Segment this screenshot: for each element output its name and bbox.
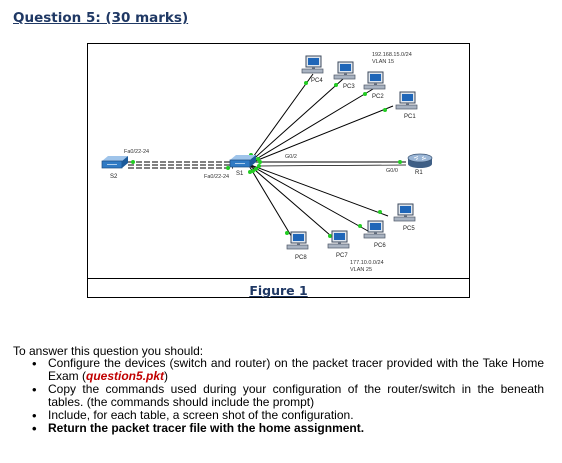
vlan25-network-label: 177.10.0.0/24	[350, 260, 384, 266]
pc1-label: PC1	[404, 114, 416, 120]
vlan15-network-label: 192.168.15.0/24	[372, 52, 412, 58]
pc2-label: PC2	[372, 94, 384, 100]
pc8-label: PC8	[295, 255, 307, 261]
instructions-intro: To answer this question you should:	[13, 344, 204, 358]
pc7-label: PC7	[336, 253, 348, 259]
pc5-label: PC5	[403, 226, 415, 232]
pc2-icon[interactable]	[363, 71, 386, 90]
instruction-item-return-file: Return the packet tracer file with the h…	[30, 422, 544, 436]
network-topology-diagram: PC4 PC3 PC2 PC1 PC5 PC6 PC7 PC8 S1 S2 R1…	[101, 52, 433, 273]
pc3-label: PC3	[343, 84, 355, 90]
s2-ports-label: Fa0/22-24	[124, 149, 149, 155]
pc6-icon[interactable]	[363, 220, 386, 239]
s2-switch-icon[interactable]	[101, 155, 129, 169]
instructions-list: Configure the devices (switch and router…	[30, 357, 544, 436]
instruction-item-configure: Configure the devices (switch and router…	[30, 357, 544, 383]
question-title: Question 5: (30 marks)	[13, 10, 189, 26]
pc4-icon[interactable]	[301, 55, 324, 74]
s2-label: S2	[110, 174, 118, 180]
r1-label: R1	[415, 170, 423, 176]
pc7-icon[interactable]	[327, 230, 350, 249]
trunk-links-s2-s1	[128, 161, 233, 169]
vlan15-name-label: VLAN 15	[372, 59, 394, 65]
instruction-item-copy-commands: Copy the commands used during your confi…	[30, 383, 544, 409]
instruction-item-screenshot: Include, for each table, a screen shot o…	[30, 409, 544, 423]
pc4-label: PC4	[311, 78, 323, 84]
vlan25-name-label: VLAN 25	[350, 267, 372, 273]
figure-caption-divider	[88, 278, 469, 279]
link-status-lights	[131, 81, 402, 238]
packet-tracer-file-name: question5.pkt	[86, 369, 165, 383]
pc6-label: PC6	[374, 243, 386, 249]
r1-router-icon[interactable]	[407, 153, 433, 168]
pc3-icon[interactable]	[333, 61, 356, 80]
pc5-icon[interactable]	[393, 203, 416, 222]
link-s1-r1-vlan	[257, 164, 407, 167]
s1-ports-label: Fa0/22-24	[204, 174, 229, 180]
s1-g02-port-label: G0/2	[285, 154, 297, 160]
instruction-configure-text: Configure the devices (switch and router…	[48, 356, 544, 383]
instruction-configure-close: )	[164, 369, 169, 383]
links-switch-to-pcs	[247, 73, 394, 243]
s1-label: S1	[236, 171, 244, 177]
s1-switch-icon[interactable]	[229, 154, 257, 168]
pc1-icon[interactable]	[395, 91, 418, 110]
r1-g00-port-label: G0/0	[386, 168, 398, 174]
figure-caption: Figure 1	[249, 283, 308, 298]
figure-frame: PC4 PC3 PC2 PC1 PC5 PC6 PC7 PC8 S1 S2 R1…	[87, 43, 470, 298]
